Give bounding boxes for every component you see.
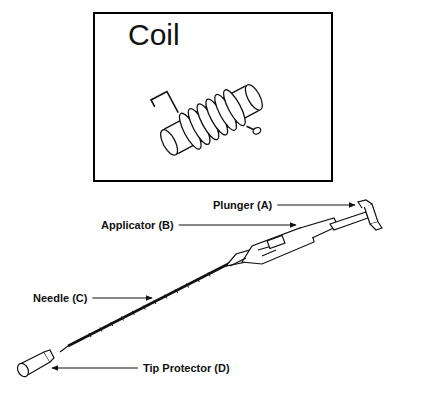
part-label: Applicator (B) xyxy=(100,219,175,232)
needle xyxy=(60,262,232,352)
box-heading: Coil xyxy=(128,20,180,50)
part-label: Tip Protector (D) xyxy=(142,362,231,375)
leader-arrow xyxy=(277,205,355,206)
part-label: Needle (C) xyxy=(32,292,88,305)
title-box: Coil xyxy=(93,12,333,182)
part-label: Plunger (A) xyxy=(212,199,273,212)
leader-arrow xyxy=(92,298,152,299)
tip-protector xyxy=(15,350,54,379)
leader-arrow xyxy=(52,368,138,369)
leader-arrow xyxy=(179,225,296,226)
coil-illustration xyxy=(142,54,275,175)
